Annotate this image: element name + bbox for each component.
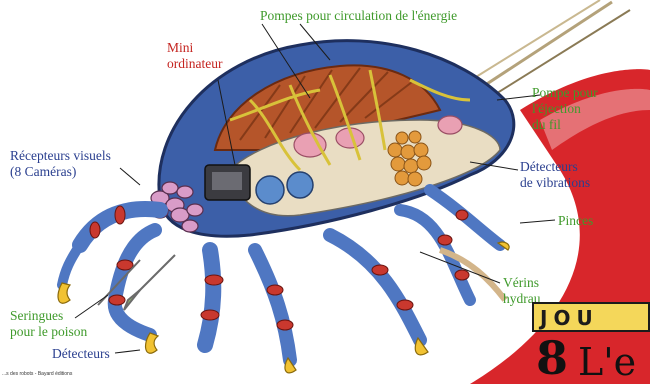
label-detecteurs: Détecteurs xyxy=(52,346,110,362)
badge-number: 8 xyxy=(536,332,568,384)
label-pompe-ejection: Pompe pour l'éjection du fil xyxy=(532,85,598,133)
label-detecteurs-vibrations: Détecteurs de vibrations xyxy=(520,159,590,191)
image-credit: ...s des robots - Bayard éditions xyxy=(2,371,72,377)
label-mini-ordinateur: Mini ordinateur xyxy=(167,40,222,72)
label-recepteurs-visuels: Récepteurs visuels (8 Caméras) xyxy=(10,148,111,180)
corner-badge: JOU 8 L'e xyxy=(532,302,650,384)
label-seringues: Seringues pour le poison xyxy=(10,308,87,340)
badge-text: L'e xyxy=(578,340,636,384)
label-pompes-circulation: Pompes pour circulation de l'énergie xyxy=(260,8,457,24)
badge-word: JOU xyxy=(540,306,599,330)
label-pinces: Pinces xyxy=(558,213,593,229)
